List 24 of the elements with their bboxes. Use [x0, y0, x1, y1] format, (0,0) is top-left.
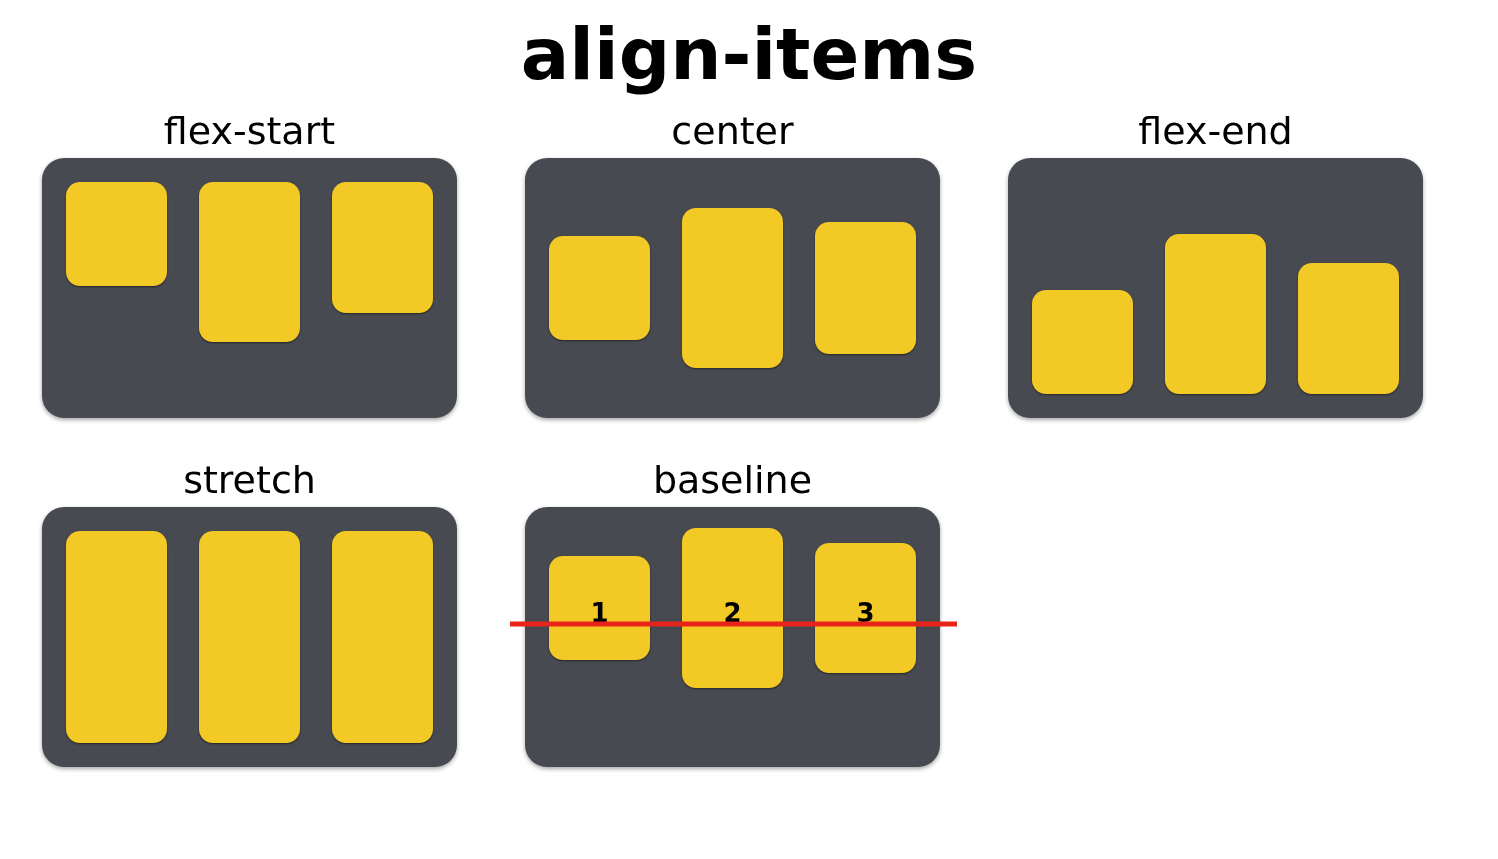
panel-heading: flex-end	[1137, 108, 1294, 154]
flex-item	[66, 182, 167, 286]
flex-item	[199, 531, 300, 743]
flex-item	[66, 531, 167, 743]
item-number: 3	[855, 598, 876, 628]
flex-item	[1298, 263, 1399, 394]
flex-item	[332, 531, 433, 743]
item-number: 1	[589, 598, 610, 628]
flex-item	[332, 182, 433, 313]
flex-item	[815, 543, 916, 673]
flex-item	[682, 528, 783, 688]
flex-item	[199, 182, 300, 342]
panel-heading: flex-start	[162, 108, 337, 154]
panel-heading: center	[670, 108, 795, 154]
panel-heading: baseline	[651, 457, 814, 503]
item-number: 2	[722, 598, 743, 628]
flex-item	[815, 222, 916, 354]
flex-item	[682, 208, 783, 368]
flex-item	[1165, 234, 1266, 394]
flex-item	[1032, 290, 1133, 394]
flex-item	[549, 236, 650, 340]
flex-item	[549, 556, 650, 660]
panel-heading: stretch	[182, 457, 317, 503]
title: align-items	[519, 12, 979, 96]
